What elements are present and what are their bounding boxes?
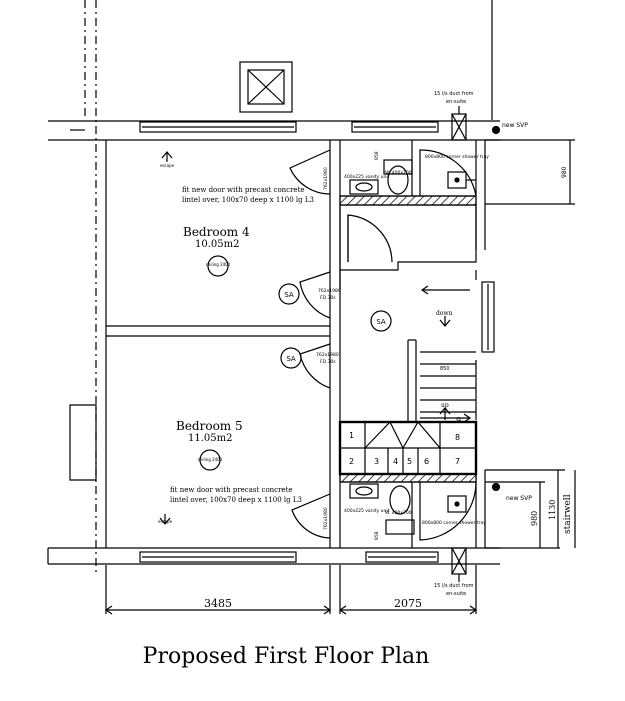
up-label: up (441, 402, 449, 409)
wc-top (387, 165, 409, 195)
svp-bottom (491, 482, 501, 492)
wc-bottom (389, 485, 411, 515)
hatched-wall-top (339, 195, 477, 206)
door-size-2: 762x1980 (316, 352, 339, 358)
ceiling-marker-bedroom5 (199, 449, 221, 471)
bedroom5-name: Bedroom 5 (176, 419, 243, 433)
dim-858-bottom: 858 (374, 531, 380, 540)
smoke-alarm-2 (280, 347, 302, 369)
bedroom4-area: 10.05m2 (195, 239, 239, 250)
stair-step-1: 1 (349, 431, 354, 440)
dim-1130: 1130 (548, 500, 557, 520)
bedroom5-ceiling: ceiling 2400 (198, 457, 223, 462)
staircase (338, 339, 478, 476)
stair-step-4: 4 (393, 457, 398, 466)
shower-label-bottom: 800x800 corner shower tray (422, 520, 486, 526)
door-bedroom4 (299, 271, 331, 319)
sa-label-2: SA (286, 355, 296, 363)
svp-top (491, 125, 501, 135)
dimension-980-top (485, 139, 575, 205)
door-note-top-1: fit new door with precast concrete (182, 186, 305, 194)
dim-850: 850 (440, 366, 450, 372)
door-size-1: 762x1980 (318, 288, 341, 294)
duct-bottom-line1: 15 l/s duct from (434, 583, 474, 589)
stairwell-label: stairwell (563, 494, 573, 534)
door-bedroom5 (299, 343, 331, 389)
door-bedroom4-ensuite (289, 149, 331, 195)
escape-arrow-bottom (159, 514, 171, 525)
stair-step-8: 8 (455, 433, 460, 442)
escape-label-bottom: escape (158, 519, 173, 524)
door-size-3: 762x1980 (323, 167, 329, 190)
fd-label-2: FD 30s (320, 359, 336, 365)
hatched-wall-bottom (339, 473, 477, 483)
vanity-unit-top (349, 179, 379, 195)
duct-fan-bottom (451, 547, 467, 582)
dim-858-top: 858 (374, 151, 380, 160)
shower-label-top: 800x800 corner shower tray (425, 154, 489, 160)
svp-label-top: new SVP (502, 122, 528, 129)
dim-980-top: 980 (561, 166, 568, 178)
escape-arrow-top (161, 151, 173, 162)
duct-top-line1: 15 l/s duct from (434, 91, 474, 97)
cupboard (339, 205, 477, 271)
svp-label-bottom: new SVP (506, 495, 532, 502)
door-note-bottom-2: lintel over, 100x70 deep x 1100 lg L3 (170, 496, 302, 504)
rooflight (239, 61, 293, 113)
fd-label-1: FD 30s (320, 295, 336, 301)
duct-bottom-line2: en-suite (446, 591, 466, 597)
duct-fan-top (451, 106, 467, 141)
stair-step-5: 5 (407, 457, 412, 466)
down-arrow (439, 316, 451, 327)
sa-label-3: SA (376, 318, 386, 326)
stair-step-9: 9 (456, 416, 461, 425)
door-size-4: 762x1980 (323, 507, 329, 530)
bedroom4-name: Bedroom 4 (183, 225, 250, 239)
stair-step-7: 7 (455, 457, 460, 466)
dim-980-bottom: 980 (530, 511, 539, 526)
dimension-left (104, 565, 332, 615)
dimension-1130 (485, 469, 565, 548)
dim-left-width: 3485 (204, 597, 232, 610)
drawing-title: Proposed First Floor Plan (143, 644, 430, 669)
ceiling-marker-bedroom4 (207, 255, 229, 277)
smoke-alarm-1 (278, 283, 300, 305)
wc-label-bottom: W. 400x700 (385, 510, 412, 516)
escape-label-top: escape (160, 163, 175, 168)
vanity-label-top: 400x225 vanity unit (344, 174, 390, 180)
door-note-bottom-1: fit new door with precast concrete (170, 486, 293, 494)
dimension-980-bottom (485, 481, 560, 549)
dimension-right (338, 565, 478, 615)
door-note-top-2: lintel over, 100x70 deep x 1100 lg L3 (182, 196, 314, 204)
window-landing (481, 281, 495, 353)
door-bedroom5-ensuite (291, 493, 331, 539)
vanity-label-bottom: 400x225 vanity unit (344, 508, 390, 514)
stair-step-3: 3 (374, 457, 379, 466)
dim-right-width: 2075 (394, 597, 422, 610)
stair-step-2: 2 (349, 457, 354, 466)
duct-top-line2: en-suite (446, 99, 466, 105)
stair-step-6: 6 (424, 457, 429, 466)
bedroom5-area: 11.05m2 (188, 433, 232, 444)
bedroom4-ceiling: ceiling 2400 (206, 262, 231, 267)
down-label: down (436, 310, 453, 317)
shower-tray-bottom (419, 481, 477, 541)
vanity-unit-bottom (349, 483, 379, 499)
smoke-alarm-3 (370, 310, 392, 332)
wc-label-top: W. 400x700 (385, 170, 412, 176)
shower-tray-top (419, 149, 477, 197)
sa-label-1: SA (284, 291, 294, 299)
